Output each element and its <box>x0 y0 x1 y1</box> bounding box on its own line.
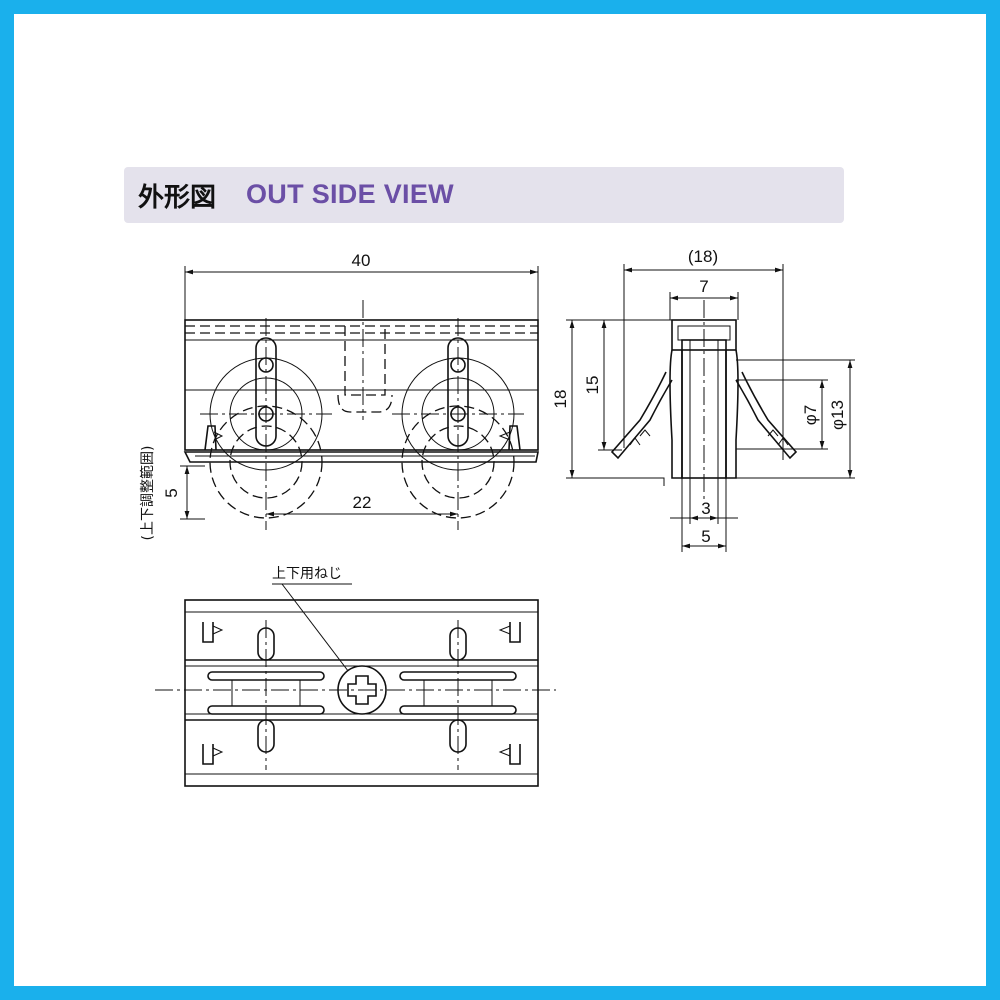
adjust-range-label: (上下調整範囲) <box>139 446 156 541</box>
dim-overall-18: (18) <box>623 247 784 460</box>
header-title-en: OUT SIDE VIEW <box>246 179 454 209</box>
dim-height: 18 15 <box>551 319 672 479</box>
dim-text-3: 3 <box>701 499 710 518</box>
dim-pitch-22: 22 <box>266 493 458 517</box>
dim-adjust-5: 5 (上下調整範囲) <box>139 446 205 541</box>
side-view: (18) 7 18 15 <box>551 247 855 552</box>
screw-label: 上下用ねじ <box>272 566 342 582</box>
dim-text-5: 5 <box>162 488 181 497</box>
dim-text-phi7: φ7 <box>801 405 820 425</box>
dim-text-phi13: φ13 <box>828 400 847 430</box>
dim-text-18: 18 <box>551 390 570 409</box>
dim-text-22: 22 <box>353 493 372 512</box>
top-view: 上下用ねじ <box>155 566 556 787</box>
dim-text-40: 40 <box>352 251 371 270</box>
dim-width-40: 40 <box>184 251 539 320</box>
dim-text-7: 7 <box>699 277 708 296</box>
front-left-wheel <box>200 318 332 530</box>
dim-text-18-paren: (18) <box>688 247 718 266</box>
dim-text-5b: 5 <box>701 527 710 546</box>
side-body <box>610 300 798 500</box>
dim-wheel-dia: φ7 φ13 <box>736 359 855 479</box>
header-title-jp: 外形図 <box>138 183 217 213</box>
dim-inner-7: 7 <box>669 277 739 320</box>
front-body <box>183 300 539 463</box>
dim-text-15: 15 <box>583 376 602 395</box>
front-view: 40 <box>139 251 539 541</box>
front-right-wheel <box>392 318 524 530</box>
dim-wheel-width: 3 5 <box>670 478 738 552</box>
section-header: 外形図 OUT SIDE VIEW <box>124 167 844 223</box>
